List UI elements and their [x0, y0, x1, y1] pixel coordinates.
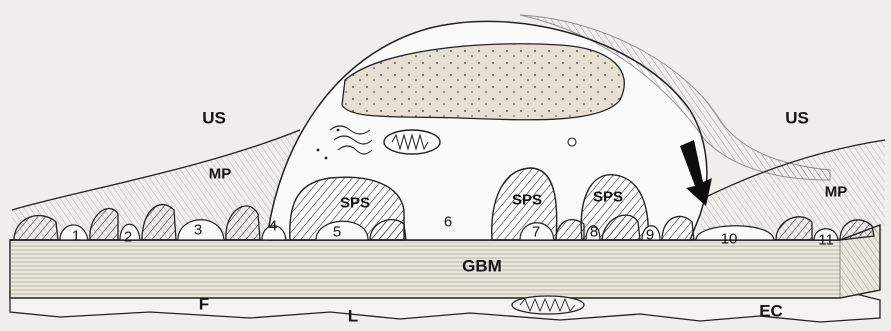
slit-label-10: 10 — [721, 232, 738, 247]
slit-label-9: 9 — [646, 228, 654, 243]
slit-label-7: 7 — [532, 225, 540, 240]
endothelial-mitochondrion — [512, 296, 584, 314]
label-l: L — [348, 308, 358, 325]
slit-label-8: 8 — [590, 225, 598, 240]
label-sps-2: SPS — [512, 193, 542, 208]
slit-label-4: 4 — [269, 219, 277, 234]
label-us-left: US — [202, 110, 226, 127]
slit-label-11: 11 — [818, 233, 834, 248]
label-us-right: US — [785, 110, 809, 127]
label-gbm: GBM — [462, 258, 502, 275]
slit-label-5: 5 — [333, 225, 341, 240]
label-mp-right: MP — [825, 185, 848, 200]
slit-label-2: 2 — [124, 230, 132, 245]
label-f: F — [199, 296, 209, 313]
label-ec: EC — [759, 303, 783, 320]
slit-label-6: 6 — [444, 215, 452, 230]
slit-label-3: 3 — [194, 223, 202, 238]
mitochondrion-icon — [384, 130, 440, 154]
label-mp-left: MP — [209, 167, 232, 182]
label-sps-3: SPS — [593, 190, 623, 205]
slit-label-1: 1 — [72, 229, 80, 244]
label-sps-1: SPS — [340, 196, 370, 211]
